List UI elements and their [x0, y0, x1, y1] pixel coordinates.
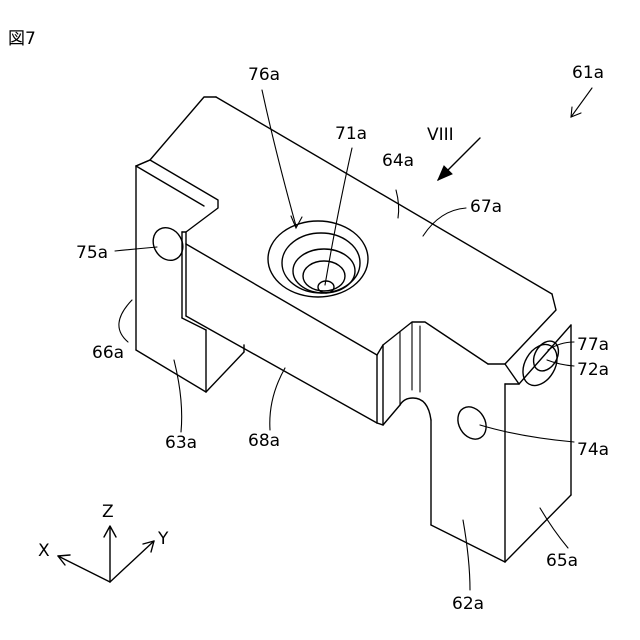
part-body-outline — [136, 97, 571, 562]
axis-label-y: Y — [157, 529, 169, 549]
label-77a: 77a — [577, 335, 609, 355]
axis-label-z: Z — [102, 502, 114, 522]
counterbore-hole — [268, 221, 368, 297]
label-75a: 75a — [76, 243, 108, 263]
axis-label-x: X — [38, 541, 50, 561]
arrow-61a — [571, 88, 592, 117]
label-71a: 71a — [335, 124, 367, 144]
label-68a: 68a — [248, 431, 280, 451]
label-76a: 76a — [248, 65, 280, 85]
label-66a: 66a — [92, 343, 124, 363]
label-62a: 62a — [452, 594, 484, 614]
label-64a: 64a — [382, 151, 414, 171]
coordinate-axes — [58, 526, 154, 582]
label-72a: 72a — [577, 360, 609, 380]
label-63a: 63a — [165, 433, 197, 453]
label-67a: 67a — [470, 197, 502, 217]
label-61a: 61a — [572, 63, 604, 83]
label-74a: 74a — [577, 440, 609, 460]
label-VIII: VIII — [427, 125, 454, 145]
hole-74a — [452, 402, 492, 444]
label-65a: 65a — [546, 551, 578, 571]
